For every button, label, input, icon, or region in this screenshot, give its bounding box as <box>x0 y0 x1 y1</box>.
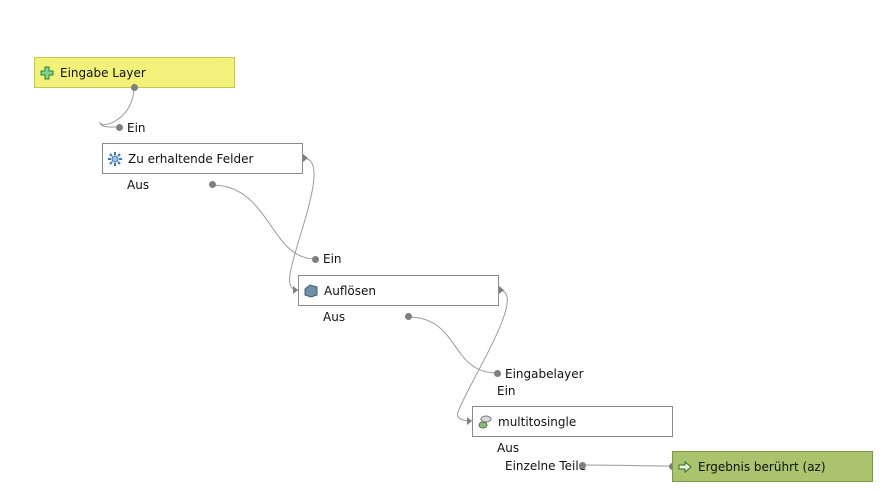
multipart-icon <box>477 414 493 430</box>
node-multitosingle-label: multitosingle <box>498 414 577 429</box>
port-label-in: Ein <box>497 384 516 398</box>
link-fields-to-dissolve-2 <box>289 157 315 291</box>
port-dot[interactable] <box>131 84 138 91</box>
port-label-in: Ein <box>323 252 342 266</box>
port-arrow <box>293 286 298 294</box>
port-label-in: Eingabelayer <box>505 367 584 381</box>
node-fields[interactable]: Zu erhaltende Felder <box>102 143 303 174</box>
port-dot[interactable] <box>209 181 216 188</box>
plus-icon <box>39 65 55 81</box>
link-dissolve-to-multi-2 <box>457 289 508 422</box>
port-dot[interactable] <box>579 462 586 469</box>
port-label-out: Aus <box>323 310 346 324</box>
node-multitosingle[interactable]: multitosingle <box>472 406 673 437</box>
port-arrow <box>467 417 472 425</box>
link-fields-to-dissolve-1 <box>211 184 316 260</box>
node-output-label: Ergebnis berührt (az) <box>698 459 826 474</box>
port-arrow <box>303 154 308 162</box>
node-dissolve[interactable]: Auflösen <box>298 275 499 306</box>
port-dot[interactable] <box>116 124 123 131</box>
node-dissolve-label: Auflösen <box>324 283 376 298</box>
link-dissolve-to-multi-1 <box>407 316 498 374</box>
port-dot[interactable] <box>494 370 501 377</box>
port-dot[interactable] <box>405 313 412 320</box>
gear-icon <box>107 151 123 167</box>
node-output[interactable]: Ergebnis berührt (az) <box>672 451 873 482</box>
port-arrow <box>499 286 504 294</box>
dissolve-icon <box>303 283 319 299</box>
port-label-in: Ein <box>127 121 146 135</box>
link-multi-to-output <box>581 464 673 467</box>
arrow-right-icon <box>677 459 693 475</box>
port-label-out: Aus <box>497 441 520 455</box>
port-label-out: Aus <box>127 178 150 192</box>
port-label-out: Einzelne Teile <box>505 459 587 473</box>
port-dot[interactable] <box>312 256 319 263</box>
node-input-layer-label: Eingabe Layer <box>60 65 146 80</box>
node-fields-label: Zu erhaltende Felder <box>128 151 254 166</box>
link-input-to-fields <box>99 86 135 128</box>
